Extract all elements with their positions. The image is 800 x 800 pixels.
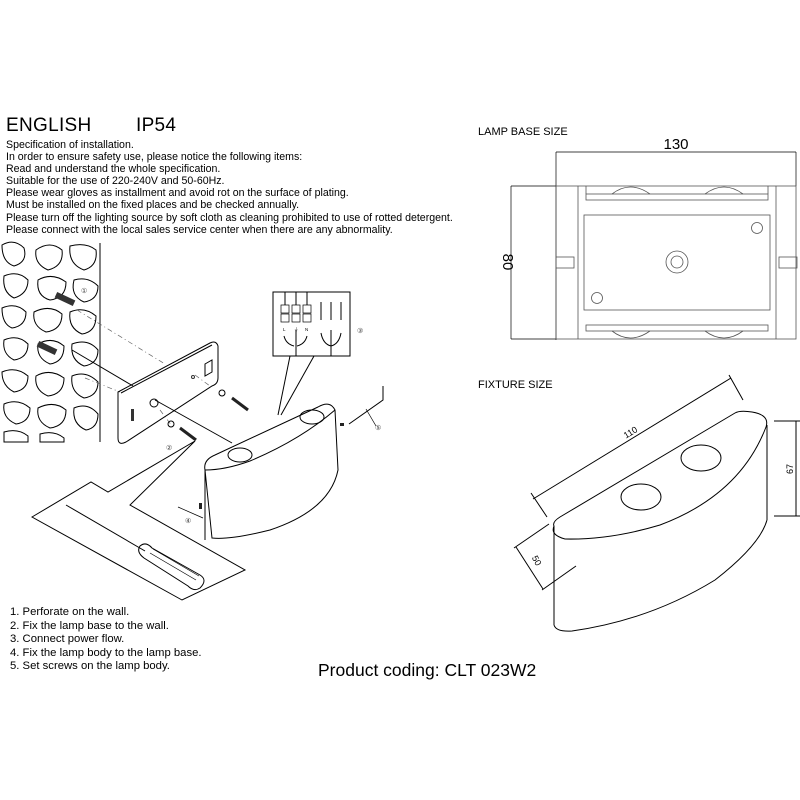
- callout-step-1: ①: [81, 287, 87, 295]
- screwdriver-icon: [138, 543, 205, 591]
- product-coding: Product coding: CLT 023W2: [318, 660, 537, 680]
- hex-key-icon: [348, 386, 384, 425]
- callout-step-4: ④: [185, 517, 191, 525]
- light-window-icon: [620, 483, 662, 511]
- spec-line: Please connect with the local sales serv…: [6, 223, 393, 236]
- fixture-top-surface: [552, 410, 768, 540]
- ip-rating: IP54: [136, 115, 177, 136]
- spec-line: In order to ensure safety use, please no…: [6, 151, 303, 164]
- spec-line: Please turn off the lighting source by s…: [6, 211, 453, 224]
- terminal-earth-label: ⏚: [294, 326, 299, 332]
- mounting-plate-part: [117, 341, 219, 444]
- step-item: 5. Set screws on the lamp body.: [10, 660, 170, 673]
- fixture-front-face: [553, 519, 768, 632]
- wall-anchor-icon: [54, 292, 76, 306]
- height-label: 80: [499, 254, 516, 271]
- depth-label: 50: [530, 554, 544, 568]
- callout-step-3: ③: [357, 327, 363, 335]
- height-label: 67: [785, 464, 795, 474]
- light-window-icon: [680, 444, 722, 472]
- specification-list: Specification of installation. In order …: [6, 139, 453, 236]
- screw-hole-icon: [591, 292, 603, 304]
- fixture-drawing: 110 67 50: [513, 374, 800, 632]
- step-item: 2. Fix the lamp base to the wall.: [10, 619, 169, 632]
- spec-line: Read and understand the whole specificat…: [6, 163, 221, 176]
- base-outline: [555, 185, 797, 340]
- fixture-title: FIXTURE SIZE: [478, 379, 553, 391]
- installation-steps: 1. Perforate on the wall. 2. Fix the lam…: [10, 606, 202, 674]
- screwdriver-inset: [30, 440, 247, 601]
- spec-line: Must be installed on the fixed places an…: [6, 199, 300, 212]
- lamp-body-part: [204, 403, 339, 539]
- spec-line: Suitable for the use of 220-240V and 50-…: [6, 175, 225, 188]
- length-label: 110: [622, 424, 639, 440]
- step-item: 1. Perforate on the wall.: [10, 606, 130, 618]
- step-item: 3. Connect power flow.: [10, 633, 125, 646]
- length-dimension-line: [532, 377, 732, 500]
- mounting-plate: [583, 214, 771, 311]
- language-heading: ENGLISH: [6, 115, 92, 136]
- terminal-block-icon: [280, 292, 312, 323]
- spec-line: Please wear gloves as installment and av…: [6, 187, 349, 200]
- stone-wall: [1, 241, 101, 443]
- depth-dimension-line: [515, 546, 544, 590]
- spec-line: Specification of installation.: [6, 139, 134, 151]
- lamp-base-title: LAMP BASE SIZE: [478, 126, 568, 138]
- callout-step-2: ②: [166, 444, 172, 452]
- terminal-n-label: N: [305, 327, 308, 332]
- wall-anchor-icon: [36, 341, 58, 355]
- callout-step-5: ⑤: [375, 424, 381, 432]
- cable-hole-icon: [665, 250, 689, 274]
- installation-diagram: ① ② ④: [1, 241, 384, 601]
- wiring-inset: [272, 291, 351, 357]
- width-label: 130: [663, 136, 688, 153]
- screw-hole-icon: [751, 222, 763, 234]
- lamp-base-drawing: 130 80: [499, 136, 798, 340]
- terminal-l-label: L: [283, 327, 286, 332]
- step-item: 4. Fix the lamp body to the lamp base.: [10, 646, 202, 659]
